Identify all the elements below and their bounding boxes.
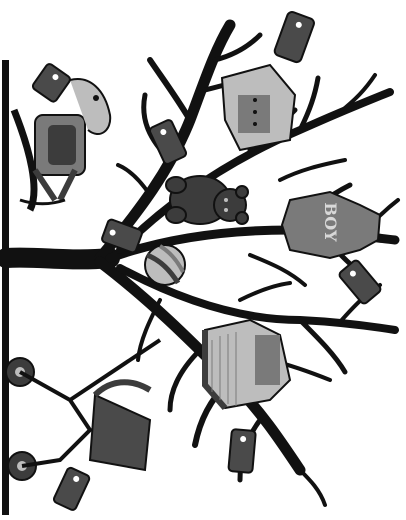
teddy-bear [166,176,248,224]
dress [205,320,290,408]
ground-line [2,60,9,515]
price-tag [273,11,315,64]
onesie-text: BOY [321,202,340,242]
price-tag [31,63,71,104]
onesie: BOY [282,192,380,258]
beach-ball [145,245,185,285]
tree-branches [6,25,398,505]
price-tag [228,429,256,473]
price-tag [53,467,91,512]
rocking-horse [14,79,110,210]
price-tag [338,259,382,305]
price-tag [149,119,188,165]
jacket [222,65,295,150]
